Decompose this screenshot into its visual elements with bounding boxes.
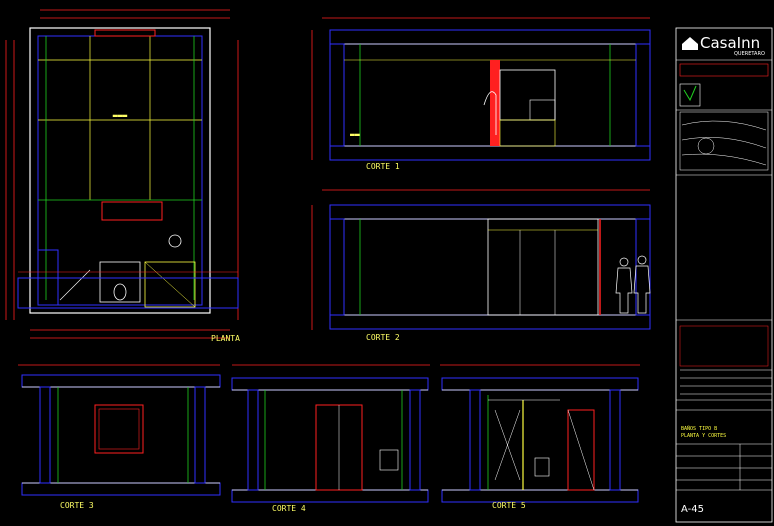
planta-label: PLANTA — [211, 334, 240, 343]
planta-view: ▬▬▬ PLANTA — [5, 9, 240, 343]
brand-subtitle: QUERETARO — [734, 51, 765, 57]
description-line-1: BAÑOS TIPO B — [681, 425, 717, 432]
house-logo-icon — [682, 37, 698, 50]
corte-4-label: CORTE 4 — [272, 504, 306, 513]
corte-5-view: CORTE 5 — [440, 364, 640, 510]
svg-text:▬▬: ▬▬ — [350, 130, 360, 139]
brand-name: CasaInn — [700, 34, 760, 52]
corte-5-label: CORTE 5 — [492, 501, 526, 510]
location-map — [679, 111, 769, 171]
corte-3-label: CORTE 3 — [60, 501, 94, 510]
corte-1-view: ▬▬ CORTE 1 — [311, 17, 651, 171]
sheet-number: A-45 — [681, 504, 704, 515]
svg-text:▬▬▬: ▬▬▬ — [113, 111, 128, 120]
logo-mark-icon — [683, 85, 697, 102]
description-line-2: PLANTA Y CORTES — [681, 433, 726, 439]
corte-3-view: CORTE 3 — [18, 364, 221, 510]
title-block: CasaInn QUERETARO BAÑOS TIPO B PLANTA Y … — [675, 27, 773, 523]
corte-4-view: CORTE 4 — [231, 364, 430, 513]
corte-2-label: CORTE 2 — [366, 333, 400, 342]
corte-1-label: CORTE 1 — [366, 162, 400, 171]
corte-2-view: CORTE 2 — [311, 189, 651, 342]
